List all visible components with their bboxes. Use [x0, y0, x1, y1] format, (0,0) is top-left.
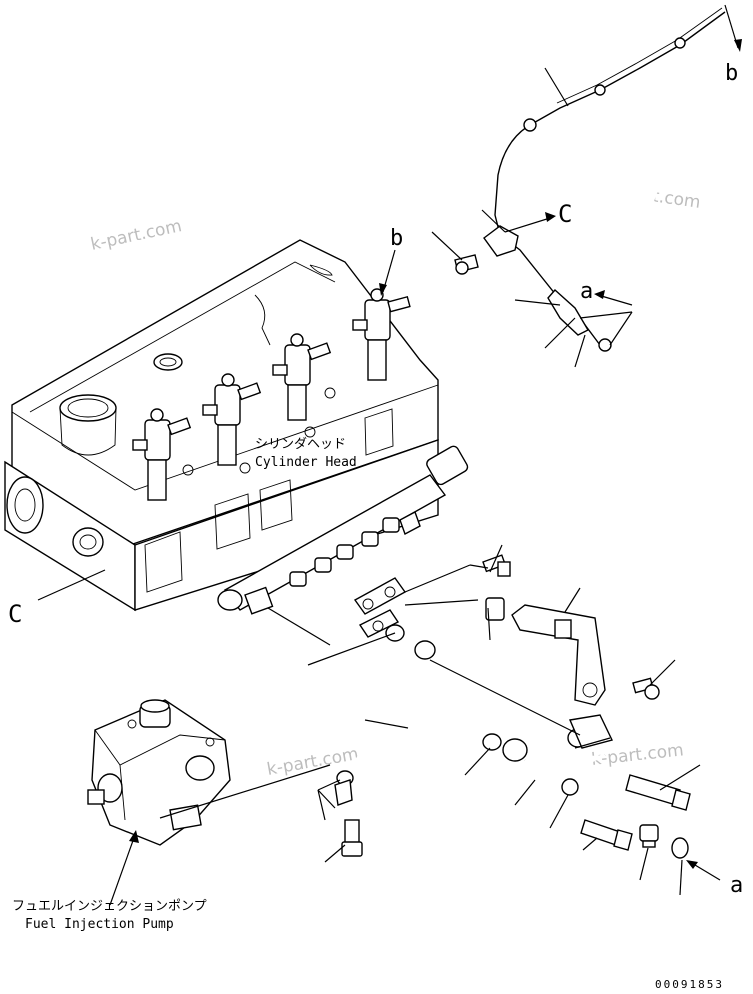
label-a-bottom: a: [730, 873, 743, 898]
fuel-injection-pump-drawing: [87, 699, 231, 846]
hollow-bolt-1: [625, 774, 691, 811]
injector-4: [352, 288, 411, 381]
leak-off-pipe: [483, 7, 726, 352]
label-c-right: C: [558, 200, 572, 228]
return-pipe: [502, 714, 613, 777]
washer-4: [671, 837, 689, 859]
arrows: [109, 4, 742, 906]
injection-pipe: [334, 640, 436, 806]
leader-lines: [37, 67, 701, 896]
watermark-1: k-part.com: [89, 216, 184, 255]
bolt-bracket: [632, 677, 660, 700]
common-rail: [217, 445, 469, 615]
banjo-bolt: [341, 819, 363, 857]
hollow-bolt-2: [580, 819, 633, 851]
injector-2: [202, 373, 262, 466]
bolt-top: [454, 254, 479, 275]
washer-2: [482, 733, 502, 751]
rail-fittings: [289, 517, 400, 587]
cylinder-head-label-en: Cylinder Head: [255, 455, 357, 470]
cylinder-head-drawing: [4, 239, 439, 612]
support-bracket: [511, 604, 606, 706]
fuel-pump-label-en: Fuel Injection Pump: [25, 917, 174, 932]
label-b-top: b: [725, 61, 738, 86]
injector-3: [272, 333, 332, 421]
drawing-number: 00091853: [655, 978, 724, 991]
injector-1: [132, 408, 192, 501]
label-b-mid: b: [390, 226, 403, 251]
cylinder-head-label-jp: シリンダヘッド: [255, 437, 346, 452]
fuel-pump-label-jp: フュエルインジェクションポンプ: [12, 899, 207, 914]
bolt-right: [482, 554, 511, 621]
small-bolt: [639, 824, 659, 848]
label-c-left: C: [8, 600, 22, 628]
label-a-top: a: [580, 279, 593, 304]
washer-3: [561, 778, 579, 796]
pipe-clamp: [353, 577, 407, 638]
